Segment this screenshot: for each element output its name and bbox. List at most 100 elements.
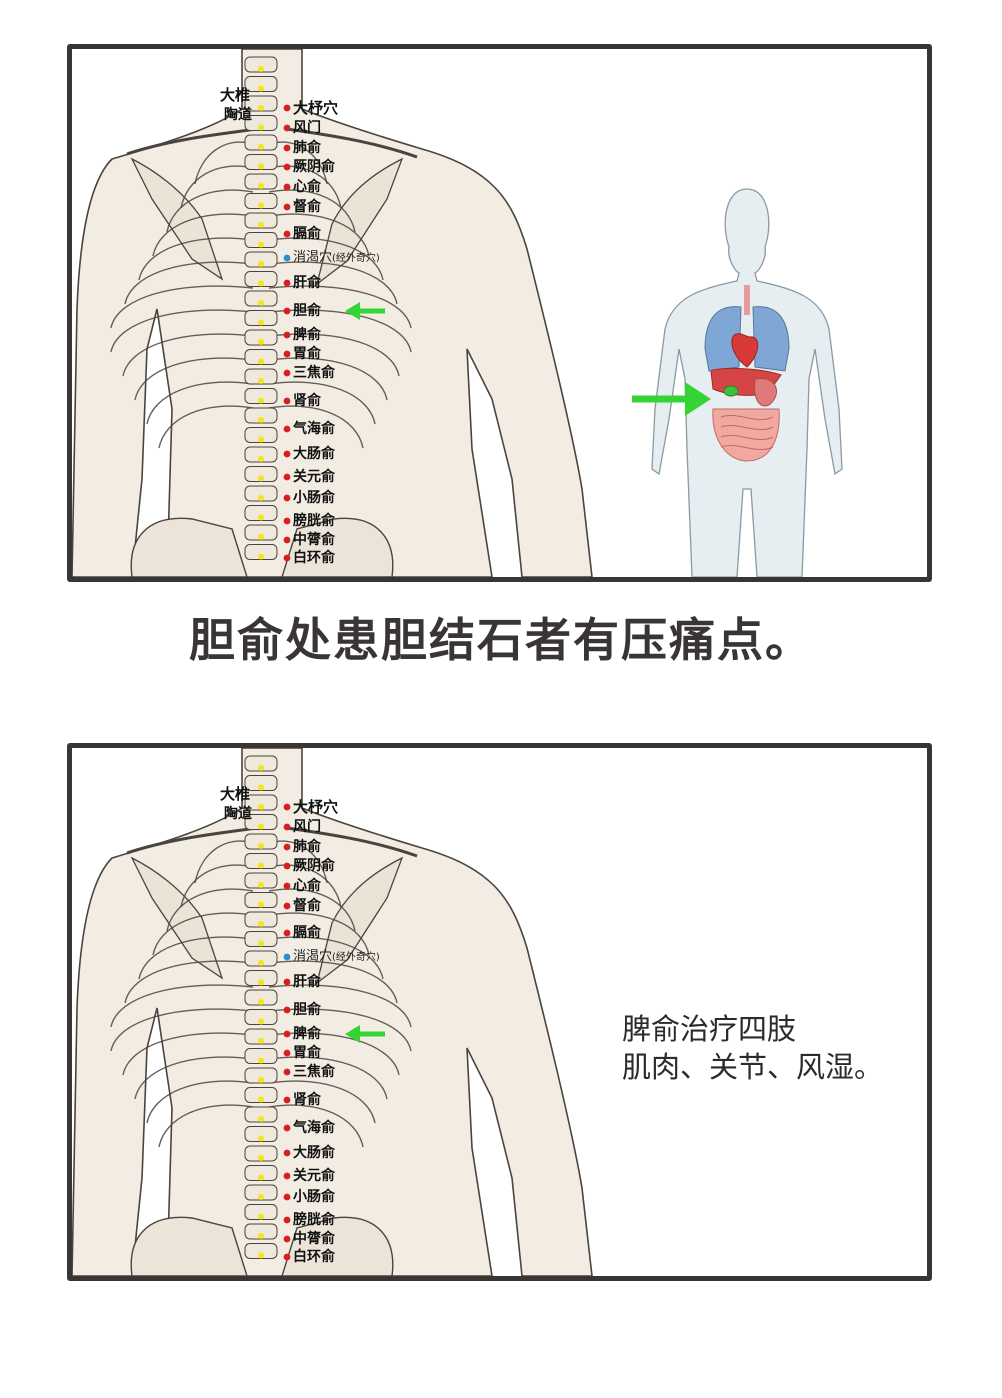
acupoint-dot	[283, 183, 291, 191]
acupoint-label: 风门	[293, 819, 321, 835]
rib	[268, 1008, 412, 1052]
spine-point	[258, 436, 264, 443]
acupoint-dot	[283, 1124, 291, 1132]
acupoint-label: 消渴穴(经外奇穴)	[293, 949, 380, 964]
intestines	[712, 408, 780, 462]
acupoint-label-left: 大椎	[220, 785, 251, 803]
acupoint-dot	[283, 902, 291, 910]
trachea	[744, 285, 750, 315]
acupoint-dot	[283, 425, 291, 433]
acupoint-dot	[283, 307, 291, 315]
spine-point	[258, 1096, 264, 1103]
spine-point	[258, 85, 264, 92]
acupoint-dot	[283, 331, 291, 339]
right-clavicle	[286, 826, 418, 858]
spine-point	[258, 163, 264, 170]
acupoint-label: 肾俞	[293, 393, 321, 409]
gallbladder	[723, 385, 739, 397]
acupoint-label: 胃俞	[293, 346, 321, 362]
acupoint-label: 小肠俞	[293, 490, 335, 506]
acupoint-dot	[283, 124, 291, 132]
spine-point	[258, 183, 264, 189]
right-scapula	[315, 157, 404, 286]
rib	[138, 936, 254, 980]
acupoint-label: 风门	[293, 120, 321, 136]
rib	[268, 213, 370, 257]
rib	[268, 381, 376, 425]
spine-point	[258, 553, 264, 560]
acupoint-label: 肝俞	[293, 275, 321, 291]
rib	[166, 888, 254, 932]
acupoint-label: 肺俞	[293, 140, 321, 156]
rib	[268, 405, 364, 449]
acupoint-label-left: 大椎	[220, 86, 251, 104]
back-skeleton-illustration	[72, 49, 593, 577]
acupoint-dot	[283, 369, 291, 377]
caption-gallbladder: 胆俞处患胆结石者有压痛点。	[189, 613, 813, 667]
spine-point	[258, 1077, 264, 1083]
spine-point	[258, 280, 264, 287]
spine-point	[258, 862, 264, 869]
spine-point	[258, 475, 264, 482]
spine-point	[258, 456, 264, 462]
acupoint-dot	[283, 882, 291, 890]
rib	[124, 960, 254, 1004]
back-skeleton-illustration	[72, 748, 593, 1276]
acupoint-dot	[283, 1030, 291, 1038]
acupoint-panel-spleen: 大椎陶道大杼穴风门肺俞厥阴俞心俞督俞膈俞消渴穴(经外奇穴)肝俞胆俞脾俞胃俞三焦俞…	[67, 743, 932, 1281]
acupoint-label: 三焦俞	[293, 1064, 335, 1080]
acupoint-dot	[283, 1149, 291, 1157]
spine-point	[258, 1018, 264, 1025]
rib	[268, 189, 356, 233]
acupoint-dot	[283, 554, 291, 562]
spine-point	[258, 66, 264, 72]
acupoint-label: 气海俞	[293, 421, 335, 437]
rib	[110, 1008, 254, 1052]
spine-point	[258, 397, 264, 404]
acupoint-label-left: 陶道	[224, 806, 252, 822]
body-organs-illustration	[632, 188, 843, 577]
acupoint-label: 膀胱俞	[293, 1212, 335, 1228]
spine-point	[258, 999, 264, 1005]
acupoint-label: 胆俞	[293, 1002, 321, 1018]
rib	[268, 1104, 364, 1148]
spine-point	[258, 339, 264, 345]
right-pelvis	[281, 517, 394, 577]
acupoint-dot	[283, 1096, 291, 1104]
spine-point	[258, 1116, 264, 1122]
rib	[134, 1056, 254, 1100]
rib	[134, 357, 254, 401]
acupoint-panel-gallbladder: 大椎陶道大杼穴风门肺俞厥阴俞心俞督俞膈俞消渴穴(经外奇穴)肝俞胆俞脾俞胃俞三焦俞…	[67, 44, 932, 582]
rib	[124, 261, 254, 305]
stomach	[754, 378, 778, 407]
rib	[268, 357, 388, 401]
rib	[268, 888, 356, 932]
acupoint-dot	[283, 230, 291, 238]
spine-point	[258, 222, 264, 228]
spine-point	[258, 1174, 264, 1181]
intestine-fold	[720, 425, 774, 431]
left-pelvis	[130, 1216, 248, 1276]
extra-point-note: (经外奇穴)	[332, 952, 380, 963]
acupoint-dot	[283, 450, 291, 458]
rib	[158, 405, 254, 449]
acupoint-label: 肺俞	[293, 839, 321, 855]
left-scapula	[130, 856, 224, 980]
left-clavicle	[126, 826, 258, 855]
rib	[180, 864, 254, 908]
spine-point	[258, 960, 264, 966]
spine-point	[258, 1057, 264, 1064]
acupoint-dot	[283, 517, 291, 525]
acupoint-label: 中膂俞	[293, 1231, 335, 1247]
spine-point	[258, 534, 264, 540]
rib	[268, 1056, 388, 1100]
rib	[110, 285, 254, 329]
organ-arrow-head	[685, 382, 711, 416]
spine-point	[258, 979, 264, 986]
arrow-head	[345, 1025, 360, 1043]
rib	[166, 189, 254, 233]
spine-point	[258, 1155, 264, 1161]
rib	[146, 1080, 254, 1124]
acupoint-label: 关元俞	[293, 469, 335, 485]
acupoint-label: 膈俞	[293, 925, 321, 941]
